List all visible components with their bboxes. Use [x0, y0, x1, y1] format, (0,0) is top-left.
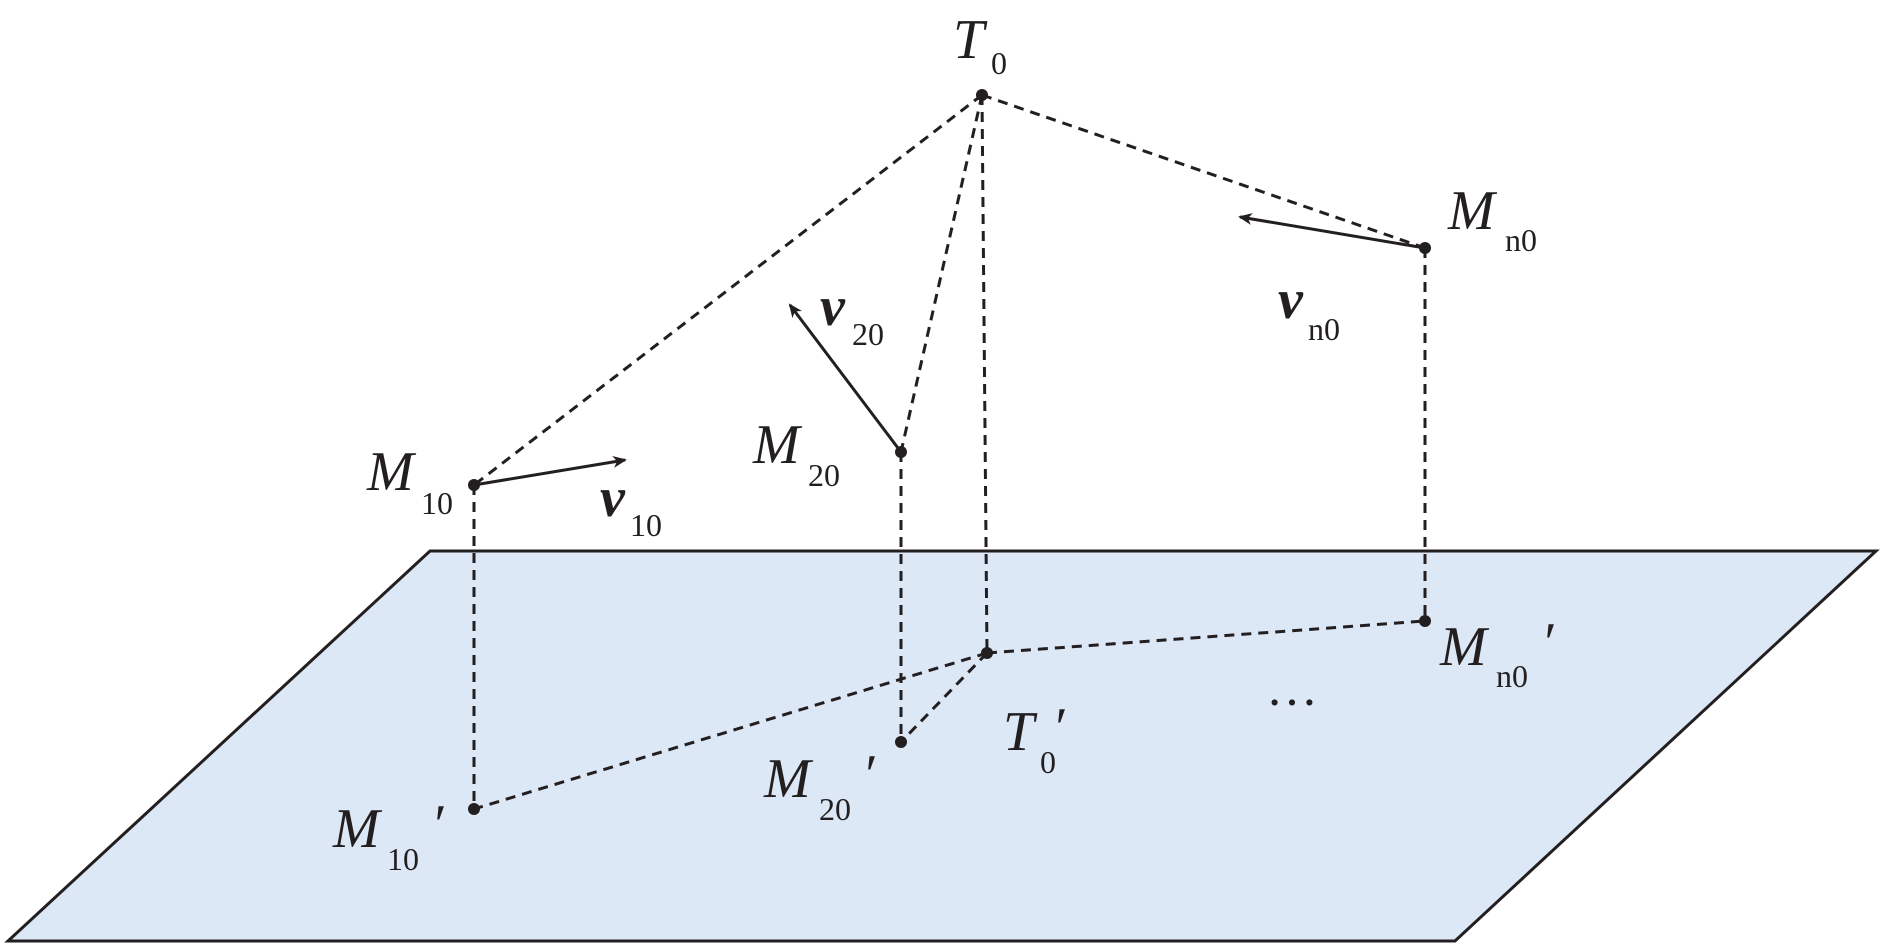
svg-text:′: ′ [1052, 697, 1065, 759]
point-M10p [468, 803, 480, 815]
svg-text:20: 20 [808, 457, 840, 493]
label-v10: v 10 [600, 467, 662, 543]
point-M10 [468, 479, 480, 491]
point-T0 [976, 89, 988, 101]
label-M20: M 20 [752, 414, 840, 493]
ground-plane [4, 549, 1880, 943]
svg-text:v: v [820, 276, 846, 338]
point-Mn0 [1419, 242, 1431, 254]
svg-text:′: ′ [862, 744, 875, 806]
line-T0-M10 [473, 93, 983, 487]
line-T0-Mn0 [981, 93, 1426, 250]
svg-text:M: M [752, 414, 803, 476]
vector-v20 [788, 303, 903, 453]
point-M20p [895, 736, 907, 748]
line-T0p-M20p [899, 651, 989, 744]
svg-text:n0: n0 [1496, 658, 1528, 694]
label-M10-prime: M 10 ′ [332, 794, 444, 877]
svg-text:20: 20 [819, 791, 851, 827]
label-v20: v 20 [820, 276, 884, 352]
svg-text:10: 10 [630, 507, 662, 543]
svg-text:T: T [953, 9, 988, 71]
svg-text:M: M [763, 748, 814, 810]
point-Mn0p [1419, 615, 1431, 627]
line-T0p-Mn0p [986, 619, 1426, 655]
svg-text:n0: n0 [1505, 222, 1537, 258]
svg-text:′: ′ [1541, 612, 1554, 674]
svg-text:10: 10 [421, 485, 453, 521]
label-M20-prime: M 20 ′ [763, 744, 875, 827]
vector-vn0 [1238, 213, 1426, 250]
ellipsis: … [1266, 660, 1318, 717]
svg-text:20: 20 [852, 316, 884, 352]
svg-text:n0: n0 [1308, 311, 1340, 347]
svg-text:0: 0 [1040, 744, 1056, 780]
line-T0-T0p [980, 94, 989, 654]
svg-text:v: v [600, 467, 626, 529]
svg-text:M: M [1447, 180, 1498, 242]
svg-text:M: M [332, 798, 383, 860]
label-Mn0: M n0 [1447, 180, 1537, 258]
svg-text:10: 10 [387, 841, 419, 877]
vector-v10 [473, 456, 627, 487]
label-T0: T 0 [953, 9, 1007, 81]
svg-text:M: M [1439, 616, 1490, 678]
label-vn0: v n0 [1278, 269, 1340, 347]
svg-text:T: T [1003, 701, 1038, 763]
line-T0p-M10p [473, 651, 988, 811]
point-M20 [895, 446, 907, 458]
svg-text:M: M [366, 441, 417, 503]
label-Mn0-prime: M n0 ′ [1439, 612, 1554, 694]
label-T0-prime: T 0 ′ [1003, 697, 1065, 780]
label-M10: M 10 [366, 441, 453, 521]
svg-text:v: v [1278, 269, 1304, 331]
point-T0p [981, 647, 993, 659]
svg-text:0: 0 [991, 45, 1007, 81]
svg-text:′: ′ [431, 794, 444, 856]
